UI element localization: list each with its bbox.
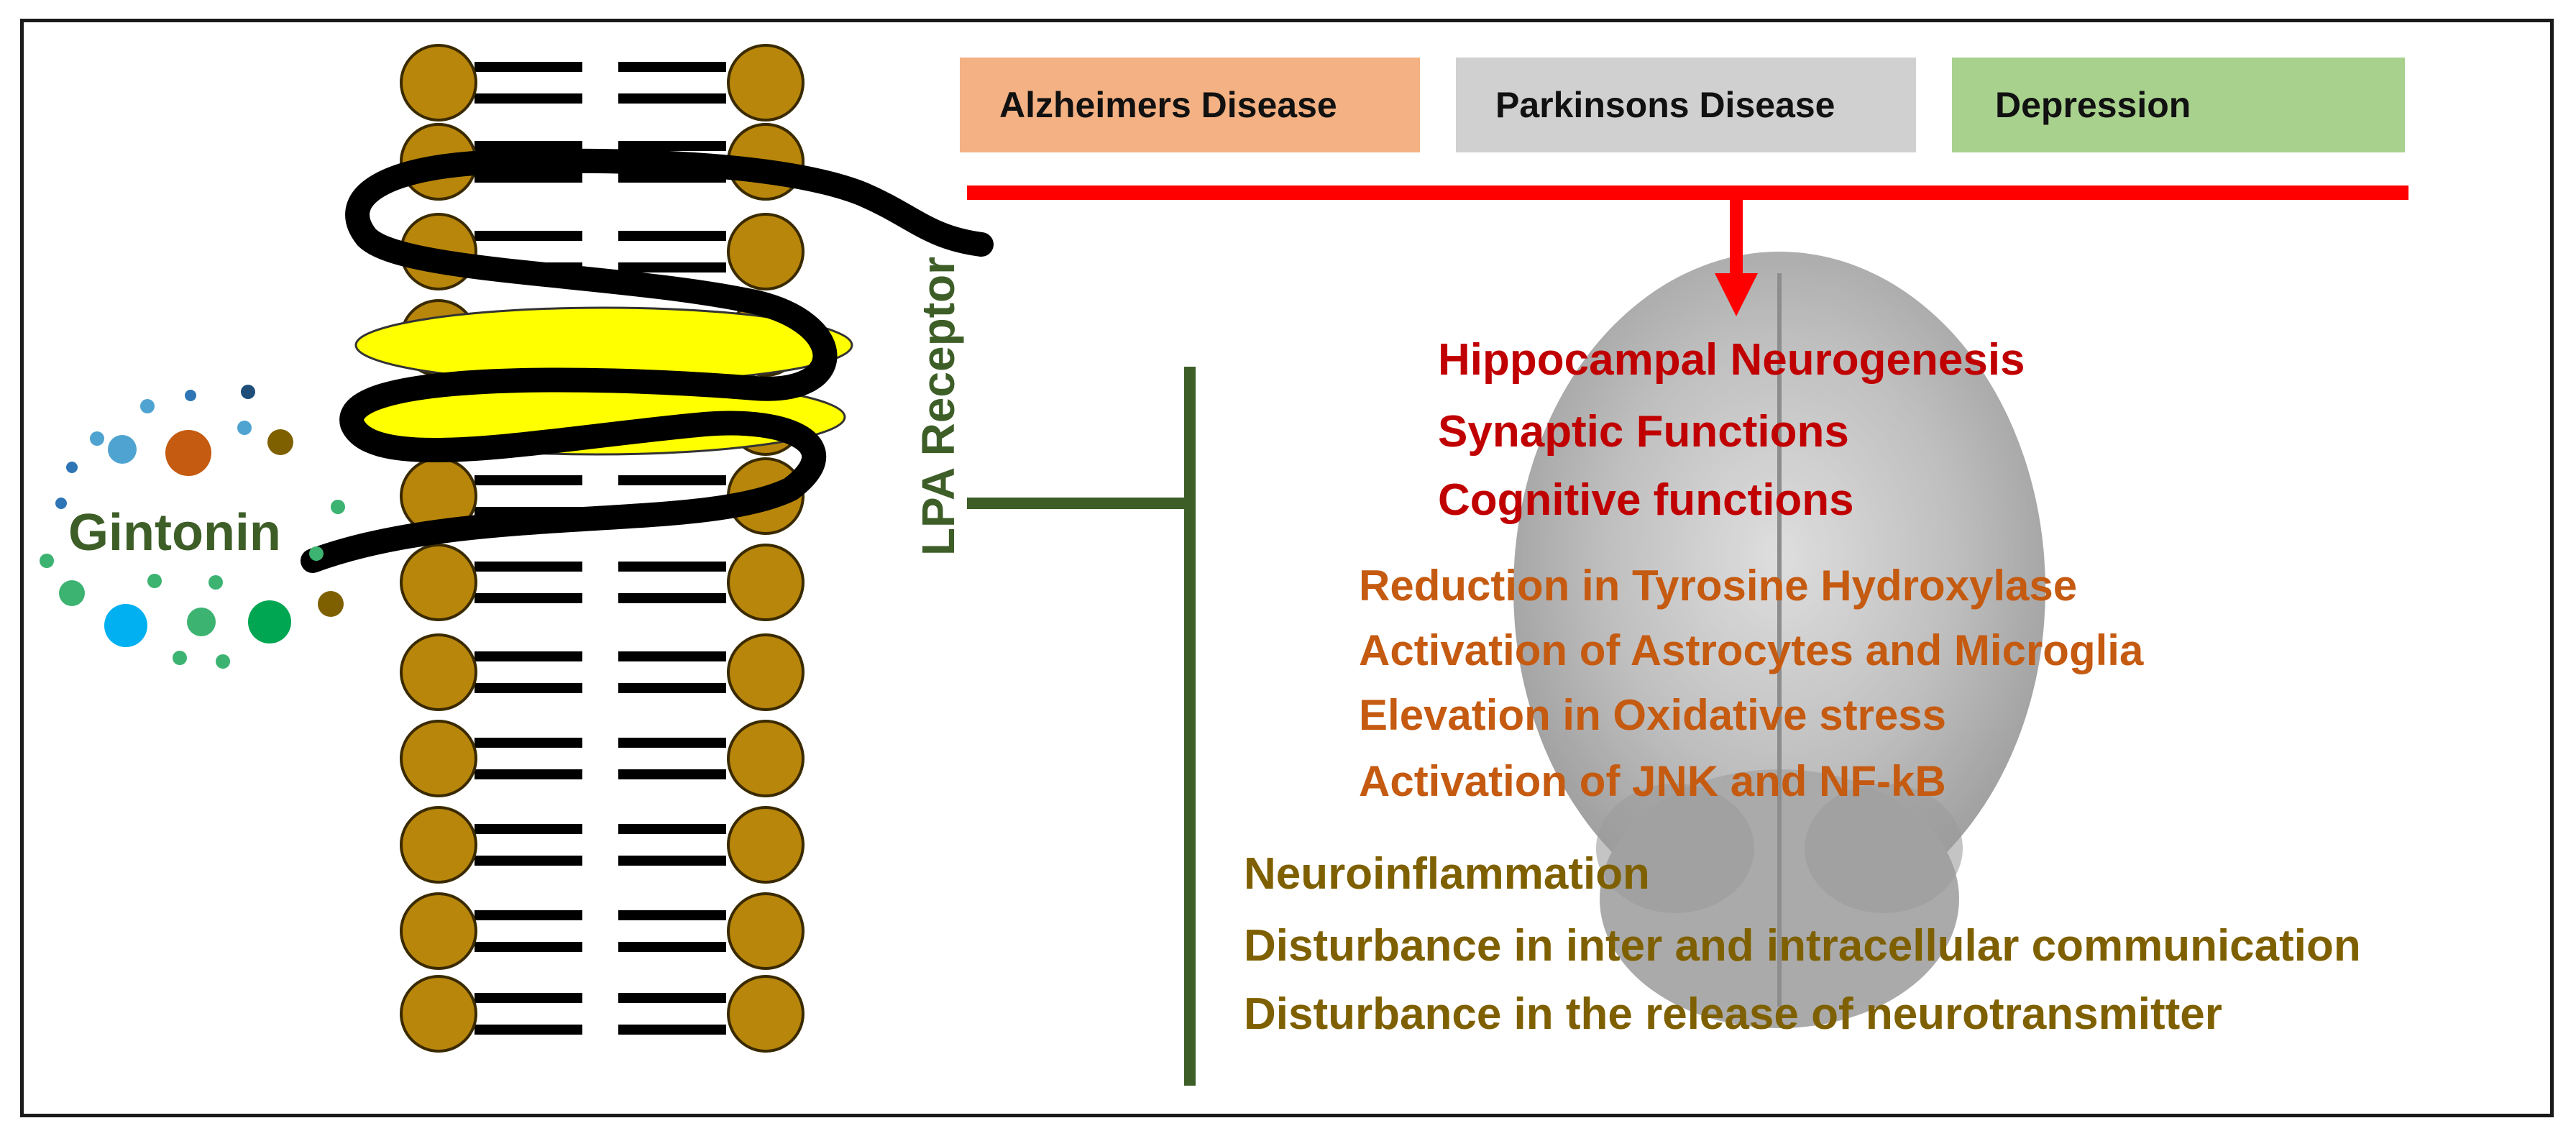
gintonin-dot [248, 600, 291, 643]
disease-label-alzheimers: Alzheimers Disease [999, 85, 1337, 125]
lipid-head [400, 892, 477, 970]
gintonin-dot [173, 651, 187, 665]
disease-box-parkinsons: Parkinsons Disease [1456, 58, 1916, 152]
gintonin-dot [108, 435, 137, 464]
effect-secondary-3: Activation of JNK and NF-kB [1359, 757, 1946, 805]
effect-primary-2: Cognitive functions [1438, 475, 1854, 525]
lipid-head [400, 975, 477, 1053]
gintonin-dot [147, 574, 162, 588]
lipid-head [400, 633, 477, 711]
gintonin-dot [267, 429, 293, 455]
effect-tertiary-2: Disturbance in the release of neurotrans… [1244, 989, 2222, 1039]
gintonin-dot [216, 654, 230, 669]
gintonin-molecules [40, 385, 345, 669]
effect-tertiary-0: Neuroinflammation [1244, 849, 1650, 899]
gintonin-dot [59, 580, 85, 606]
gintonin-dot [40, 554, 54, 568]
lipid-head [400, 720, 477, 797]
gintonin-dot [90, 431, 104, 446]
effect-secondary-0: Reduction in Tyrosine Hydroxylase [1359, 562, 2078, 610]
effect-tertiary-1: Disturbance in inter and intracellular c… [1244, 921, 2361, 971]
gintonin-dot [208, 575, 223, 590]
lipid-head [727, 975, 805, 1053]
gintonin-label: Gintonin [68, 504, 281, 562]
lipid-head [727, 633, 805, 711]
effect-secondary-2: Elevation in Oxidative stress [1359, 691, 1947, 739]
lipid-head [400, 544, 477, 621]
lipid-bilayer [400, 44, 805, 1053]
gintonin-dot [66, 462, 78, 473]
lpa-receptor-helix [301, 148, 994, 573]
gintonin-dot [185, 390, 196, 401]
gintonin-dot [165, 430, 211, 476]
gintonin-dot [140, 399, 155, 413]
lipid-head [400, 44, 477, 122]
lipid-head [727, 544, 805, 621]
gintonin-dot [318, 591, 344, 617]
lipid-head [727, 213, 805, 290]
gintonin-dot [237, 421, 252, 435]
gintonin-dot [104, 604, 147, 647]
lipid-head [727, 806, 805, 884]
gintonin-dot [331, 500, 345, 514]
disease-box-depression: Depression [1952, 58, 2405, 152]
lpa-receptor-label: LPA Receptor [912, 256, 964, 556]
disease-label-parkinsons: Parkinsons Disease [1495, 85, 1835, 125]
brain-image [1513, 252, 2045, 1028]
disease-box-alzheimers: Alzheimers Disease [960, 58, 1420, 152]
gintonin-dot [309, 546, 324, 561]
lipid-head [727, 892, 805, 970]
arrow-head [1715, 273, 1758, 316]
gintonin-dot [187, 608, 216, 636]
effect-primary-1: Synaptic Functions [1438, 407, 1849, 457]
lipid-head [727, 720, 805, 797]
gintonin-dot [241, 385, 255, 399]
lipid-head [727, 44, 805, 122]
gintonin-dot [55, 498, 67, 509]
effect-secondary-1: Activation of Astrocytes and Microglia [1359, 626, 2144, 674]
effect-primary-0: Hippocampal Neurogenesis [1438, 335, 2025, 385]
disease-label-depression: Depression [1995, 85, 2191, 125]
lipid-head [400, 806, 477, 884]
